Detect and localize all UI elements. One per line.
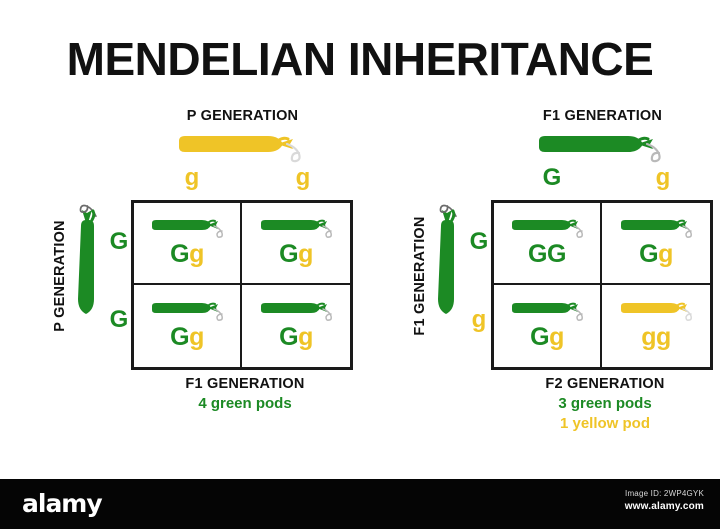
- punnett-cell: Gg: [602, 203, 710, 285]
- bottom-caption-title: F1 GENERATION: [185, 376, 305, 392]
- genotype-label: Gg: [639, 241, 673, 267]
- bottom-caption-title: F2 GENERATION: [545, 376, 665, 392]
- allele-2: g: [189, 240, 204, 268]
- allele-2: g: [298, 323, 313, 351]
- punnett-cell: Gg: [242, 285, 350, 367]
- genotype-label: Gg: [170, 241, 204, 267]
- side-header-label: P GENERATION: [52, 220, 68, 332]
- column-allele-1: G: [542, 164, 562, 191]
- green-pod-icon: [510, 300, 584, 321]
- green-pod-icon-vertical: [432, 204, 462, 322]
- punnett-grid: Gg Gg: [131, 200, 353, 370]
- punnett-square-cross-1: P GENERATION g g P GENERATION G G: [40, 108, 360, 448]
- allele-2: g: [656, 323, 671, 351]
- allele-1: G: [528, 240, 547, 268]
- yellow-pod-icon: [175, 132, 305, 166]
- top-header-label: F1 GENERATION: [542, 108, 663, 124]
- green-pod-icon: [259, 217, 333, 238]
- bottom-caption-line: 1 yellow pod: [559, 415, 650, 432]
- punnett-cell: Gg: [242, 203, 350, 285]
- column-allele-2: g: [655, 164, 671, 191]
- allele-1: g: [641, 323, 656, 351]
- allele-1: G: [639, 240, 659, 268]
- green-pod-icon: [619, 217, 693, 238]
- allele-1: G: [279, 323, 299, 351]
- allele-1: G: [279, 240, 299, 268]
- genotype-label: gg: [641, 324, 671, 350]
- allele-2: g: [658, 240, 673, 268]
- allele-2: g: [298, 240, 313, 268]
- bottom-caption-line: 4 green pods: [198, 395, 292, 412]
- punnett-cell: gg: [602, 285, 710, 367]
- green-pod-icon: [150, 217, 224, 238]
- allele-2: G: [547, 240, 566, 268]
- row-allele-1: G: [469, 228, 489, 255]
- genotype-label: Gg: [279, 324, 313, 350]
- watermark-bar: alamy Image ID: 2WP4GYK www.alamy.com: [0, 479, 720, 529]
- punnett-grid: GG Gg: [491, 200, 713, 370]
- punnett-cell: Gg: [494, 285, 602, 367]
- row-allele-1: G: [109, 228, 129, 255]
- alamy-logo: alamy: [22, 489, 103, 518]
- genotype-label: Gg: [279, 241, 313, 267]
- punnett-square-cross-2: F1 GENERATION G g F1 GENERATION G g: [400, 108, 720, 448]
- watermark-meta: Image ID: 2WP4GYK www.alamy.com: [625, 488, 704, 514]
- green-pod-icon-horizontal: [535, 132, 665, 166]
- bottom-caption: F1 GENERATION 4 green pods: [100, 376, 390, 412]
- genotype-label: Gg: [170, 324, 204, 350]
- allele-1: G: [530, 323, 550, 351]
- punnett-cell: Gg: [134, 203, 242, 285]
- green-pod-icon-vertical: [72, 204, 102, 322]
- row-allele-2: g: [471, 306, 487, 333]
- allele-1: G: [170, 323, 190, 351]
- punnett-cell: Gg: [134, 285, 242, 367]
- image-id-label: Image ID: 2WP4GYK: [625, 489, 704, 498]
- green-pod-icon: [510, 217, 584, 238]
- allele-2: g: [549, 323, 564, 351]
- bottom-caption-line: 3 green pods: [558, 395, 652, 412]
- allele-2: g: [189, 323, 204, 351]
- genotype-label: GG: [528, 241, 566, 267]
- bottom-caption: F2 GENERATION 3 green pods 1 yellow pod: [460, 376, 720, 432]
- punnett-cell: GG: [494, 203, 602, 285]
- green-pod-icon: [150, 300, 224, 321]
- yellow-pod-icon: [619, 300, 693, 321]
- column-allele-1: g: [184, 164, 200, 191]
- column-allele-2: g: [295, 164, 311, 191]
- top-header-label: P GENERATION: [186, 108, 299, 124]
- genotype-label: Gg: [530, 324, 564, 350]
- row-allele-2: G: [109, 306, 129, 333]
- page-title: MENDELIAN INHERITANCE: [66, 33, 654, 85]
- side-header-label: F1 GENERATION: [412, 216, 428, 336]
- allele-1: G: [170, 240, 190, 268]
- website-url-label: www.alamy.com: [624, 501, 704, 512]
- green-pod-icon: [259, 300, 333, 321]
